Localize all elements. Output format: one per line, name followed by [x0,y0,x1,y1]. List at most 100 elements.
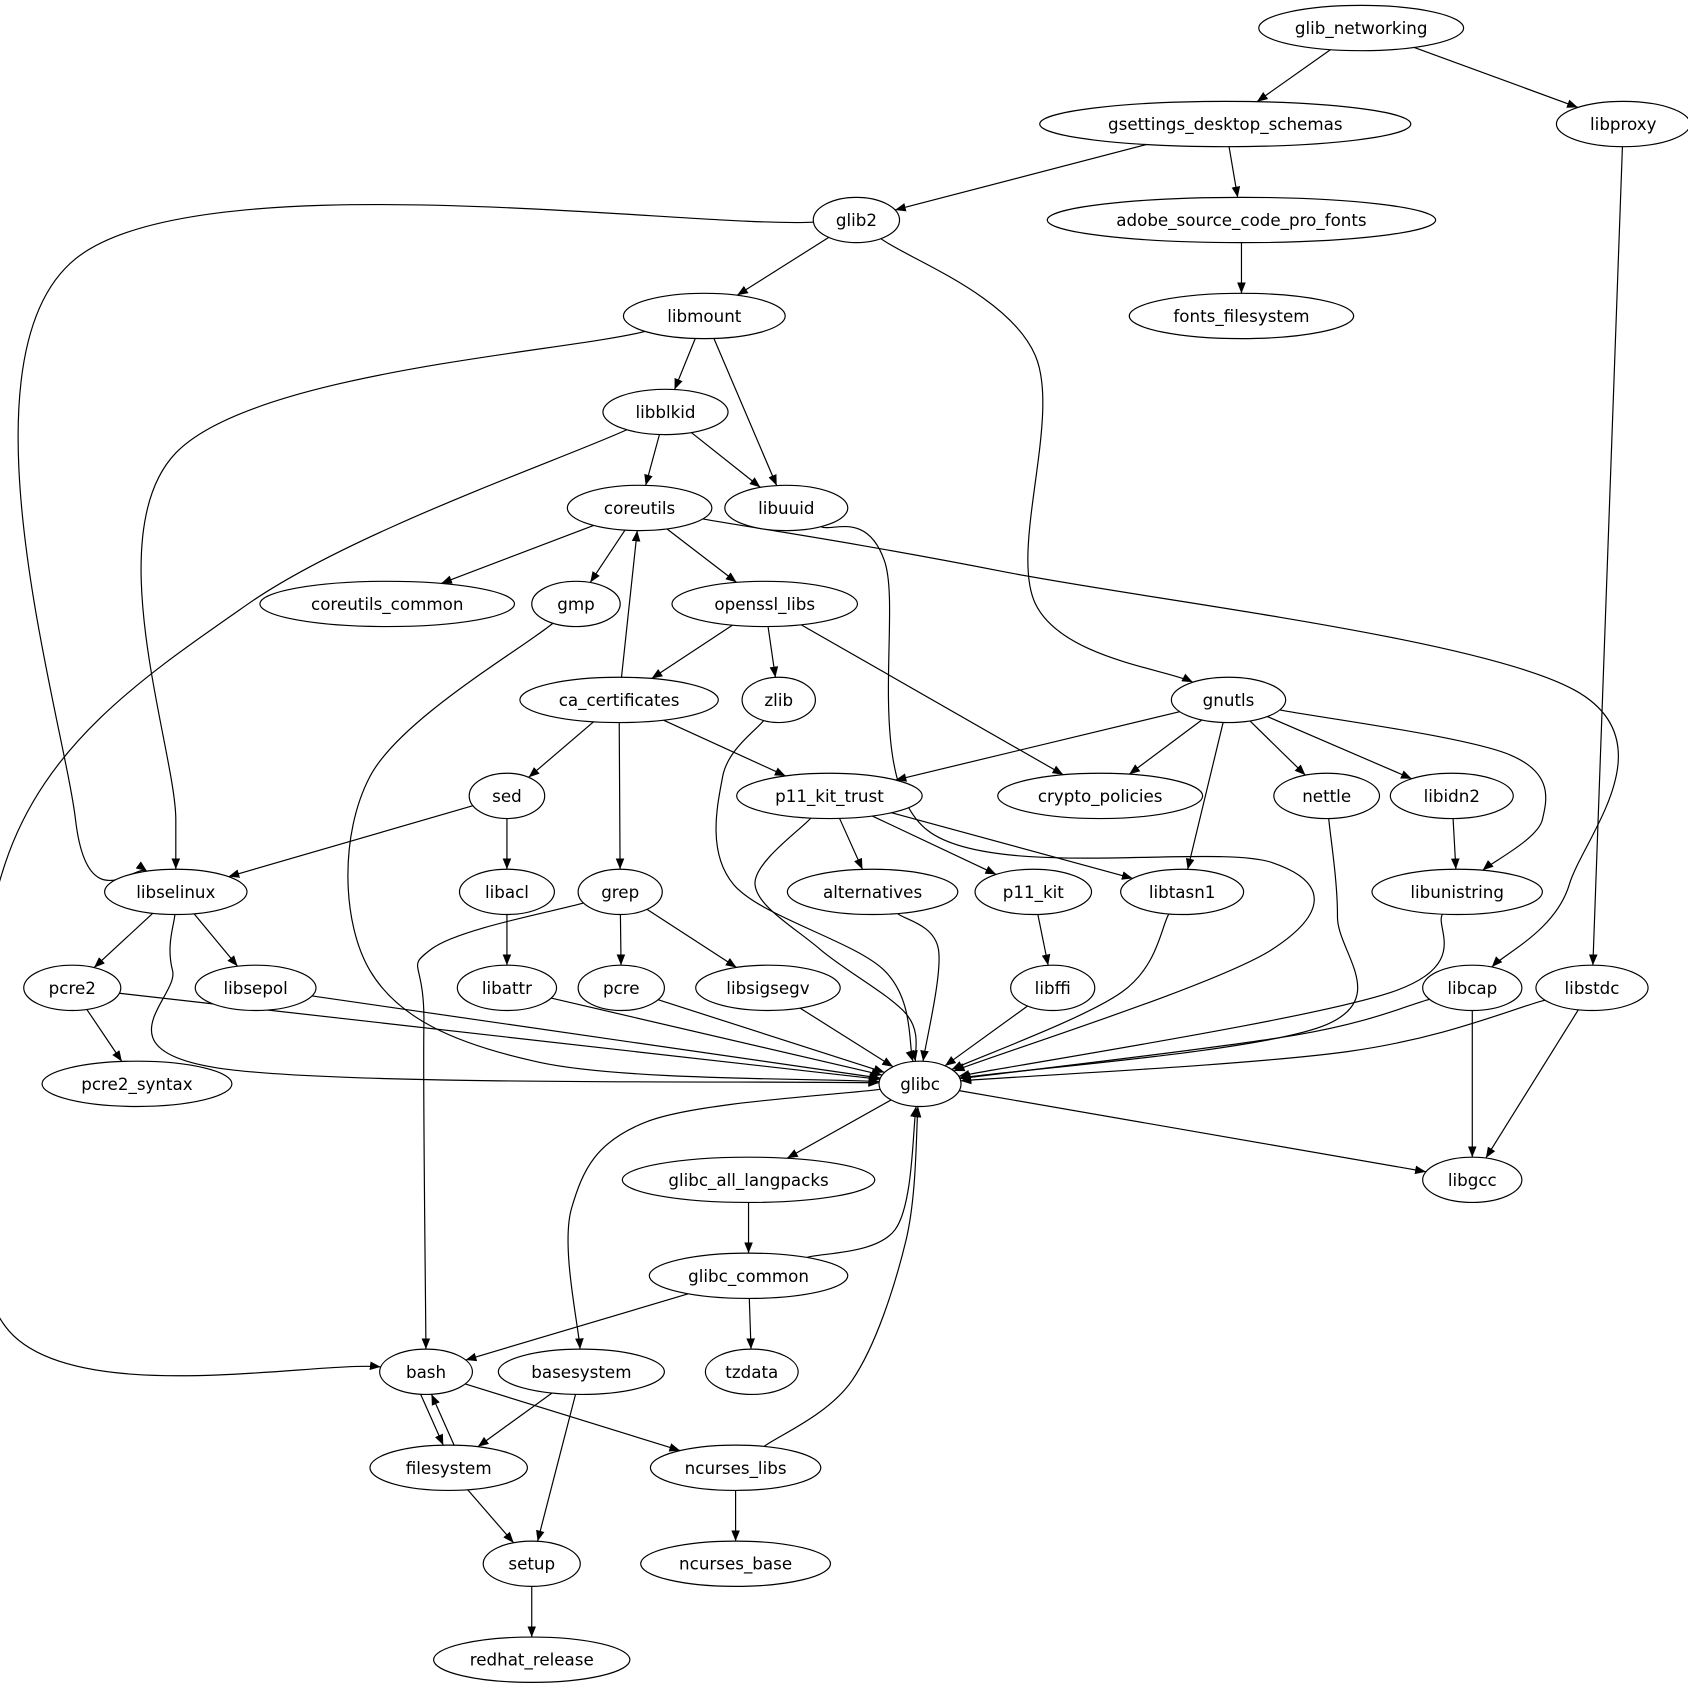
edge-libcap-to-glibc [959,998,1430,1082]
node-gmp[interactable]: gmp [531,580,621,628]
node-libffi[interactable]: libffi [1010,964,1096,1012]
node-shape [741,676,817,724]
node-libsepol[interactable]: libsepol [194,964,317,1012]
node-label: libproxy [1590,114,1657,134]
node-shape [786,868,959,916]
node-label: libtasn1 [1149,882,1216,902]
node-label: p11_kit_trust [775,786,884,807]
node-glibc_common[interactable]: glibc_common [648,1252,849,1300]
node-grep[interactable]: grep [577,868,663,916]
edge-line [465,1383,681,1452]
edge-line [806,1106,919,1259]
node-label: libstdc [1565,978,1620,998]
node-coreutils_common[interactable]: coreutils_common [259,580,516,628]
node-adobe_source_code_pro_fonts[interactable]: adobe_source_code_pro_fonts [1046,196,1437,244]
node-ncurses_base[interactable]: ncurses_base [640,1540,832,1587]
edge-line [713,338,778,486]
edge-gnutls-to-p11_kit_trust [895,711,1180,782]
edge-line [347,622,880,1086]
node-glib_networking[interactable]: glib_networking [1258,4,1465,52]
node-zlib[interactable]: zlib [741,676,817,724]
edge-line [651,624,733,680]
edge-line [1588,146,1624,966]
node-alternatives[interactable]: alternatives [786,868,959,916]
node-libblkid[interactable]: libblkid [602,388,729,436]
node-libcap[interactable]: libcap [1422,964,1523,1012]
edge-line [1485,1009,1579,1159]
node-bash[interactable]: bash [379,1348,474,1396]
node-gnutls[interactable]: gnutls [1170,676,1287,724]
node-glibc_all_langpacks[interactable]: glibc_all_langpacks [621,1156,876,1204]
node-label: zlib [764,690,793,710]
edge-glibc-to-glibc_all_langpacks [786,1099,892,1159]
node-p11_kit[interactable]: p11_kit [974,868,1093,916]
node-coreutils[interactable]: coreutils [566,484,713,532]
node-openssl_libs[interactable]: openssl_libs [671,580,859,628]
node-glibc[interactable]: glibc [878,1060,962,1108]
node-libsigsegv[interactable]: libsigsegv [695,964,841,1012]
edge-gnutls-to-crypto_policies [1128,719,1203,775]
node-libidn2[interactable]: libidn2 [1389,772,1514,820]
node-p11_kit_trust[interactable]: p11_kit_trust [736,772,923,820]
node-shape [602,388,729,436]
node-tzdata[interactable]: tzdata [704,1348,799,1396]
edge-line [657,999,885,1074]
node-pcre2_syntax[interactable]: pcre2_syntax [41,1060,233,1108]
edge-pcre-to-glibc [657,999,885,1074]
node-shape [468,772,546,820]
nodes-layer: glib_networking gsettings_desktop_schemas… [23,4,1688,1683]
edge-glibc-to-basesystem [567,1088,881,1350]
edge-ca_certificates-to-sed [528,721,594,778]
node-pcre[interactable]: pcre [577,964,666,1012]
node-ca_certificates[interactable]: ca_certificates [519,676,719,724]
node-libgcc[interactable]: libgcc [1422,1156,1523,1204]
edge-line [311,995,881,1081]
node-shape [577,868,663,916]
node-libuuid[interactable]: libuuid [724,484,849,532]
node-fonts_filesystem[interactable]: fonts_filesystem [1128,292,1355,340]
edge-line [589,529,626,583]
node-pcre2[interactable]: pcre2 [23,964,122,1012]
node-libtasn1[interactable]: libtasn1 [1120,868,1245,916]
edge-line [1128,719,1203,775]
edge-line [193,913,239,967]
node-libmount[interactable]: libmount [622,292,786,340]
node-filesystem[interactable]: filesystem [369,1444,529,1492]
edge-p11_kit_trust-to-glibc [754,817,918,1062]
node-shape [997,772,1204,820]
node-setup[interactable]: setup [482,1540,581,1587]
node-libacl[interactable]: libacl [458,868,555,916]
edge-grep-to-bash [416,902,584,1350]
node-label: libffi [1035,978,1071,998]
edge-sed-to-libselinux [228,805,474,878]
node-libstdc[interactable]: libstdc [1535,964,1649,1012]
edge-libblkid-to-libuuid [691,432,761,488]
node-shape [695,964,841,1012]
node-label: libsepol [223,978,287,998]
node-basesystem[interactable]: basesystem [497,1348,666,1396]
edge-line [736,236,830,296]
node-nettle[interactable]: nettle [1273,772,1381,820]
edge-line [715,720,914,1062]
node-glib2[interactable]: glib2 [812,196,901,244]
node-crypto_policies[interactable]: crypto_policies [997,772,1204,820]
edge-p11_kit_trust-to-p11_kit [871,815,997,875]
node-shape [736,772,923,820]
node-redhat_release[interactable]: redhat_release [433,1636,631,1683]
node-shape [648,1252,849,1300]
edge-bash-to-ncurses_libs [465,1383,681,1452]
node-shape [1273,772,1381,820]
node-shape [1389,772,1514,820]
node-shape [259,580,516,628]
node-libproxy[interactable]: libproxy [1555,100,1688,148]
node-shape [1120,868,1245,916]
node-libattr[interactable]: libattr [456,964,558,1012]
node-libunistring[interactable]: libunistring [1371,868,1543,916]
node-gsettings_desktop_schemas[interactable]: gsettings_desktop_schemas [1039,100,1412,148]
edge-libstdc-to-libgcc [1485,1009,1579,1159]
node-sed[interactable]: sed [468,772,546,820]
node-label: gmp [557,594,594,614]
node-libselinux[interactable]: libselinux [104,868,248,916]
node-ncurses_libs[interactable]: ncurses_libs [649,1444,822,1492]
edge-line [786,1099,892,1159]
